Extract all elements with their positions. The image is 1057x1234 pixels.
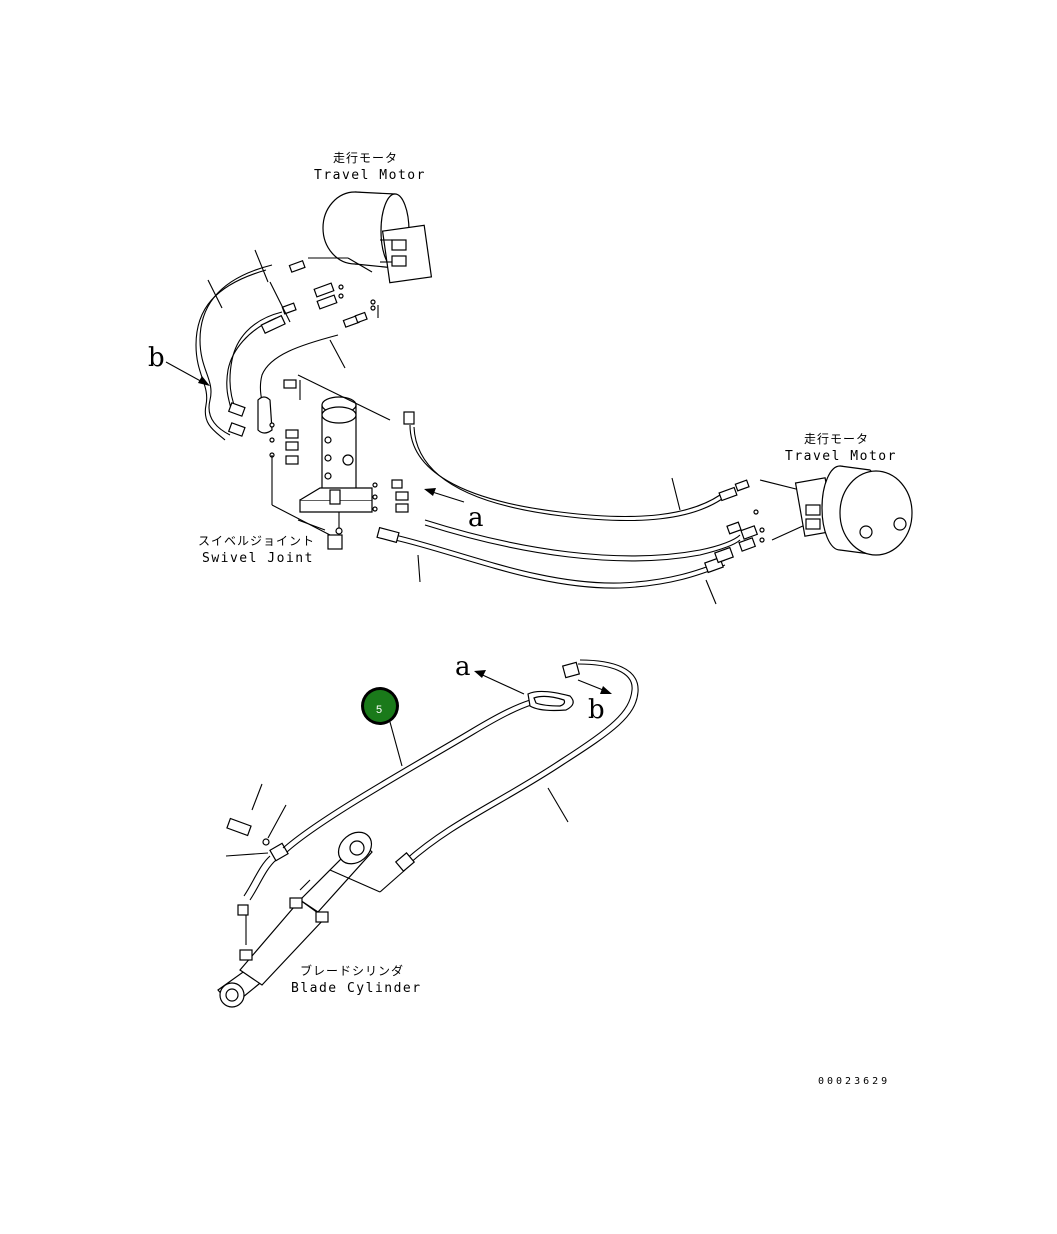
- lower-assembly: a b 5: [217, 652, 639, 1008]
- swivel-fittings: [269, 374, 415, 550]
- top-motor-fittings: [281, 257, 379, 328]
- blade-cylinder: [217, 831, 373, 1008]
- hose-5: [282, 690, 574, 853]
- leader-6: [705, 579, 717, 605]
- ref-a-lower-label: a: [455, 652, 471, 682]
- label-travel-motor-top: 走行モータ Travel Motor: [314, 151, 426, 183]
- travel-motor-right-jp: 走行モータ: [804, 432, 869, 446]
- leader-9: [547, 787, 569, 823]
- ref-b-lower-label: b: [588, 695, 605, 725]
- travel-motor-right: [794, 465, 913, 556]
- ref-arrow-b-upper: b: [148, 343, 210, 386]
- blade-cylinder-jp: ブレードシリンダ: [300, 963, 404, 978]
- callout-5-number: 5: [376, 704, 382, 716]
- leader-1: [207, 279, 223, 309]
- swivel-joint: [299, 396, 373, 535]
- leader-7: [417, 554, 421, 583]
- leader-3: [269, 281, 291, 323]
- ref-a-upper-label: a: [468, 503, 484, 533]
- label-blade-cylinder: ブレードシリンダ Blade Cylinder: [291, 963, 422, 996]
- leader-2: [254, 249, 269, 283]
- leader-8: [297, 519, 326, 531]
- swivel-joint-jp: スイベルジョイント: [198, 534, 315, 548]
- ref-arrow-a-lower: a: [455, 652, 525, 695]
- travel-motor-right-en: Travel Motor: [785, 449, 897, 464]
- ref-b-upper-label: b: [148, 343, 165, 373]
- swivel-joint-en: Swivel Joint: [202, 551, 314, 566]
- hose-b: [394, 659, 639, 872]
- label-travel-motor-right: 走行モータ Travel Motor: [785, 432, 897, 464]
- travel-motor-top-jp: 走行モータ: [333, 151, 398, 165]
- travel-motor-top: [322, 191, 433, 284]
- blade-cylinder-en: Blade Cylinder: [291, 981, 422, 996]
- left-hoses: [195, 264, 339, 441]
- ref-arrow-b-lower: b: [577, 679, 612, 725]
- travel-motor-top-en: Travel Motor: [314, 168, 426, 183]
- upper-assembly: b: [148, 191, 913, 605]
- callout-5[interactable]: 5: [361, 687, 403, 767]
- callout-5-badge[interactable]: [364, 690, 396, 722]
- leader-4: [329, 339, 346, 369]
- label-swivel-joint: スイベルジョイント Swivel Joint: [198, 534, 315, 566]
- leader-5: [671, 477, 681, 511]
- drawing-code: 00023629: [818, 1076, 890, 1087]
- right-hoses: [376, 424, 806, 589]
- ref-arrow-a-upper: a: [424, 488, 484, 533]
